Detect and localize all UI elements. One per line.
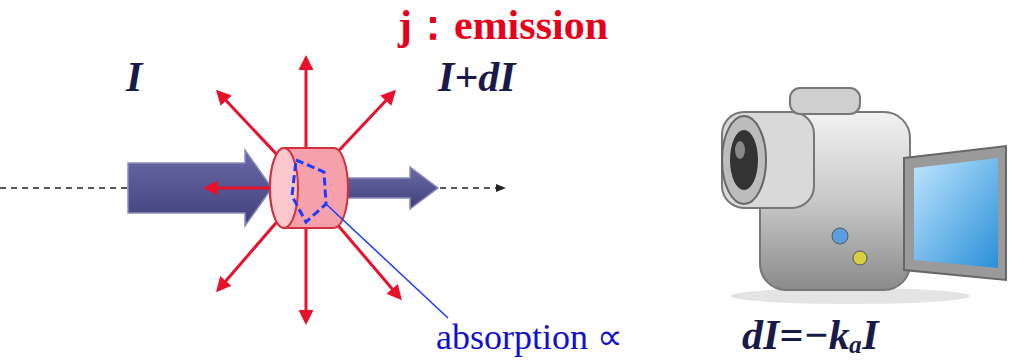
incoming-arrow bbox=[128, 150, 272, 226]
absorption-label: absorption ∝ bbox=[436, 318, 623, 358]
outgoing-arrow bbox=[345, 167, 438, 209]
absorption-path bbox=[292, 160, 326, 222]
camcorder-icon bbox=[722, 88, 1006, 304]
intensity-out-label: I+dI bbox=[438, 54, 516, 100]
intensity-label: I bbox=[126, 54, 142, 100]
absorption-formula: dI=−kₐI bbox=[742, 312, 879, 358]
emission-label: j：emission bbox=[398, 2, 608, 48]
leader-line bbox=[326, 204, 448, 318]
emission-arrows bbox=[206, 58, 400, 322]
volume-cylinder bbox=[270, 148, 348, 228]
